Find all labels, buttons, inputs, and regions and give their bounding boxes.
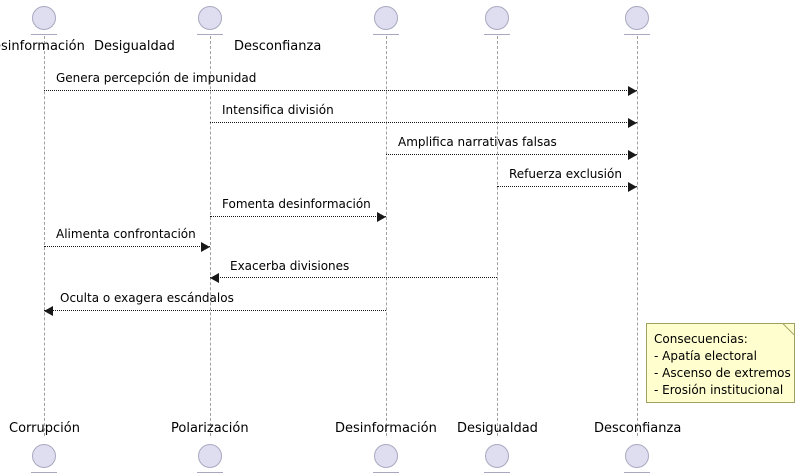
note-line-1: - Apatía electoral <box>654 349 757 363</box>
note-consecuencias <box>646 323 795 403</box>
actor-label-top-desconfianza: Desconfianza <box>234 39 322 54</box>
message-label-8: Oculta o exagera escándalos <box>60 291 234 305</box>
actor-underline-top-desigualdad <box>484 34 510 35</box>
message-line-5 <box>210 216 386 217</box>
message-label-7: Exacerba divisiones <box>230 259 350 273</box>
actor-head-top-polarizacion[interactable] <box>198 6 222 30</box>
actor-label-top-desinformacion: Desinformación <box>0 39 85 54</box>
message-line-6 <box>44 246 210 247</box>
message-line-2 <box>210 122 637 123</box>
actor-head-bottom-polarizacion[interactable] <box>198 444 222 468</box>
message-arrowhead-7 <box>210 273 219 283</box>
actor-label-top-desigualdad: Desigualdad <box>94 39 175 54</box>
message-arrowhead-8 <box>44 306 53 316</box>
actor-head-top-corrupcion[interactable] <box>32 6 56 30</box>
actor-head-top-desigualdad[interactable] <box>485 6 509 30</box>
lifeline-desconfianza <box>637 36 638 436</box>
lifeline-desinformacion <box>386 36 387 436</box>
actor-underline-top-polarizacion <box>197 34 223 35</box>
actor-underline-top-desinformacion <box>373 34 399 35</box>
message-arrowhead-1 <box>628 86 637 96</box>
actor-underline-bottom-desconfianza <box>624 472 650 473</box>
actor-head-bottom-desinformacion[interactable] <box>374 444 398 468</box>
actor-label-bottom-polarizacion: Polarización <box>171 421 249 436</box>
actor-underline-bottom-corrupcion <box>31 472 57 473</box>
message-arrowhead-5 <box>377 212 386 222</box>
actor-label-bottom-desconfianza: Desconfianza <box>594 421 682 436</box>
actor-label-bottom-desinformacion: Desinformación <box>335 421 437 436</box>
actor-head-bottom-desigualdad[interactable] <box>485 444 509 468</box>
message-label-1: Genera percepción de impunidad <box>56 71 257 85</box>
lifeline-corrupcion <box>44 36 45 436</box>
message-arrowhead-3 <box>628 150 637 160</box>
note-line-2: - Ascenso de extremos <box>654 366 791 380</box>
actor-head-top-desinformacion[interactable] <box>374 6 398 30</box>
message-label-4: Refuerza exclusión <box>509 167 622 181</box>
message-label-3: Amplifica narrativas falsas <box>398 135 557 149</box>
message-line-7 <box>210 277 497 278</box>
message-label-6: Alimenta confrontación <box>56 227 196 241</box>
message-line-1 <box>44 90 637 91</box>
message-arrowhead-2 <box>628 118 637 128</box>
message-label-2: Intensifica división <box>222 103 334 117</box>
lifeline-polarizacion <box>210 36 211 436</box>
lifeline-desigualdad <box>497 36 498 436</box>
actor-underline-bottom-desinformacion <box>373 472 399 473</box>
message-line-8 <box>44 310 386 311</box>
actor-underline-bottom-desigualdad <box>484 472 510 473</box>
actor-label-bottom-corrupcion: Corrupción <box>9 421 80 436</box>
actor-head-bottom-desconfianza[interactable] <box>625 444 649 468</box>
note-line-0: Consecuencias: <box>654 332 748 346</box>
message-arrowhead-6 <box>201 242 210 252</box>
note-line-3: - Erosión institucional <box>654 383 784 397</box>
actor-head-top-desconfianza[interactable] <box>625 6 649 30</box>
actor-underline-top-desconfianza <box>624 34 650 35</box>
message-line-3 <box>386 154 637 155</box>
message-label-5: Fomenta desinformación <box>222 197 371 211</box>
actor-underline-bottom-polarizacion <box>197 472 223 473</box>
actor-underline-top-corrupcion <box>31 34 57 35</box>
actor-head-bottom-corrupcion[interactable] <box>32 444 56 468</box>
note-fold-corner-icon <box>783 324 794 335</box>
actor-label-bottom-desigualdad: Desigualdad <box>457 421 538 436</box>
message-line-4 <box>497 186 637 187</box>
message-arrowhead-4 <box>628 182 637 192</box>
